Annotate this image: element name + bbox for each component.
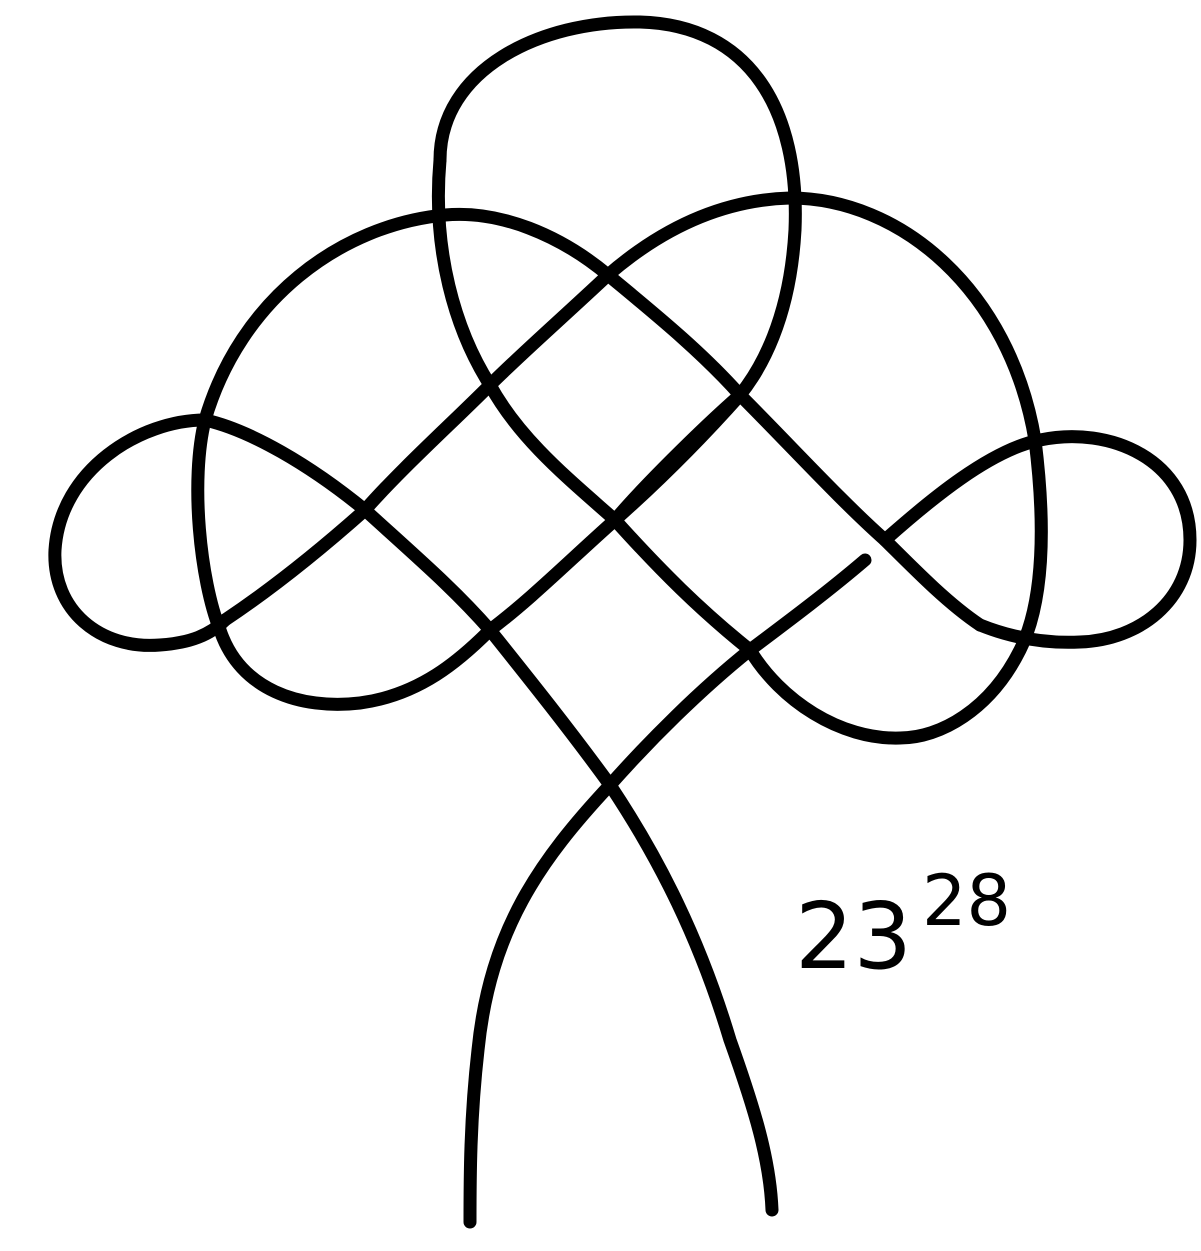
stem-right-strand bbox=[490, 630, 772, 1210]
knot-label-superscript: 28 bbox=[922, 860, 1011, 942]
knot-label-base: 23 bbox=[795, 883, 912, 990]
lattice-diagonal-4 bbox=[615, 520, 750, 650]
